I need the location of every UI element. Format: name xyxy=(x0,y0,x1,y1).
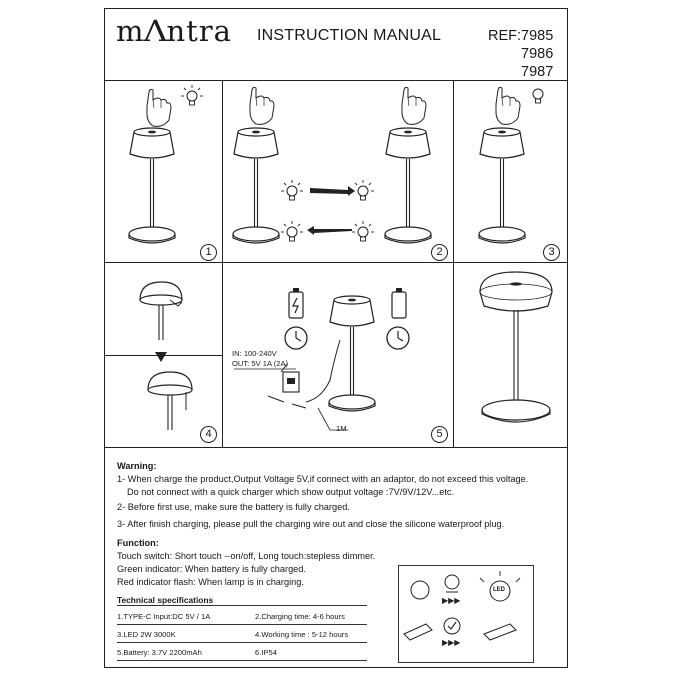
dim-arrow xyxy=(314,229,352,233)
specs-rule xyxy=(117,605,367,606)
document-title: INSTRUCTION MANUAL xyxy=(257,27,442,44)
function-heading: Function: xyxy=(117,538,159,548)
ref-line: 7987 xyxy=(521,64,554,80)
icon-box-drawings: ▶▶▶ ▶▶▶ xyxy=(403,571,521,647)
table-row: 1.TYPE-C Input:DC 5V / 1A 2.Charging tim… xyxy=(117,610,367,625)
brand-logo: mΛntra xyxy=(116,14,232,48)
touch-hand-icon xyxy=(249,86,275,125)
table-row: 3.LED 2W 3000K 4.Working time : 5-12 hou… xyxy=(117,628,367,643)
reference-numbers: REF:7985 7986 7987 xyxy=(488,27,553,81)
input-voltage-label: IN: 100-240V xyxy=(232,349,277,358)
page-frame xyxy=(104,8,568,668)
grid-line xyxy=(104,80,568,82)
bulb-off-icon xyxy=(532,88,544,104)
spec-cell: 4.Working time : 5-12 hours xyxy=(255,630,349,639)
ref-line: 7986 xyxy=(521,46,554,62)
spec-cell: 1.TYPE-C Input:DC 5V / 1A xyxy=(117,612,211,621)
spec-cell: 5.Battery: 3.7V 2200mAh xyxy=(117,648,202,657)
spec-cell: 6.IP54 xyxy=(255,648,277,657)
spec-cell: 3.LED 2W 3000K xyxy=(117,630,176,639)
spec-cell: 2.Charging time: 4-6 hours xyxy=(255,612,345,621)
warning-line: 2- Before first use, make sure the batte… xyxy=(117,502,350,512)
ref-label: REF:7985 xyxy=(488,28,554,44)
led-label: LED xyxy=(493,587,505,593)
touch-hand-icon xyxy=(401,86,427,125)
cable-length-label: 1M xyxy=(336,424,347,433)
svg-text:▶▶▶: ▶▶▶ xyxy=(442,638,461,647)
grid-line xyxy=(453,80,455,447)
grid-line xyxy=(222,80,224,447)
icon-legend-box xyxy=(398,565,534,663)
warning-line: Do not connect with a quick charger whic… xyxy=(127,487,455,497)
grid-line xyxy=(104,447,568,449)
function-line: Green indicator: When battery is fully c… xyxy=(117,564,306,574)
step-number: 4 xyxy=(200,426,217,443)
table-row: 5.Battery: 3.7V 2200mAh 6.IP54 xyxy=(117,646,367,661)
warning-line: 3- After finish charging, please pull th… xyxy=(117,519,505,529)
touch-hand-icon xyxy=(495,86,521,125)
function-line: Touch switch: Short touch --on/off, Long… xyxy=(117,551,376,561)
lamp-front-view xyxy=(479,271,553,423)
bright-bulb-icon xyxy=(286,226,298,242)
lamp-illustration xyxy=(232,127,280,244)
dim-bulb-icon xyxy=(357,226,369,242)
step-number: 1 xyxy=(200,244,217,261)
dim-bulb-icon xyxy=(286,185,298,201)
grid-line xyxy=(104,262,568,264)
charging-illustration xyxy=(234,288,410,431)
lamp-illustration xyxy=(478,127,526,244)
bright-bulb-icon xyxy=(357,185,369,201)
bulb-on-icon xyxy=(186,90,198,106)
specs-heading: Technical specifications xyxy=(117,595,214,605)
brighten-arrow xyxy=(310,188,348,194)
warning-heading: Warning: xyxy=(117,461,157,471)
charging-port-closeup xyxy=(139,281,193,430)
step-number: 2 xyxy=(431,244,448,261)
lamp-illustration xyxy=(384,127,432,244)
lamp-illustration xyxy=(128,127,176,244)
warning-line: 1- When charge the product,Output Voltag… xyxy=(117,474,529,484)
output-voltage-label: OUT: 5V 1A (2A) xyxy=(232,359,289,368)
touch-hand-icon xyxy=(146,88,172,127)
step-number: 3 xyxy=(543,244,560,261)
function-line: Red indicator flash: When lamp is in cha… xyxy=(117,577,304,587)
svg-text:▶▶▶: ▶▶▶ xyxy=(442,596,461,605)
step-number: 5 xyxy=(431,426,448,443)
